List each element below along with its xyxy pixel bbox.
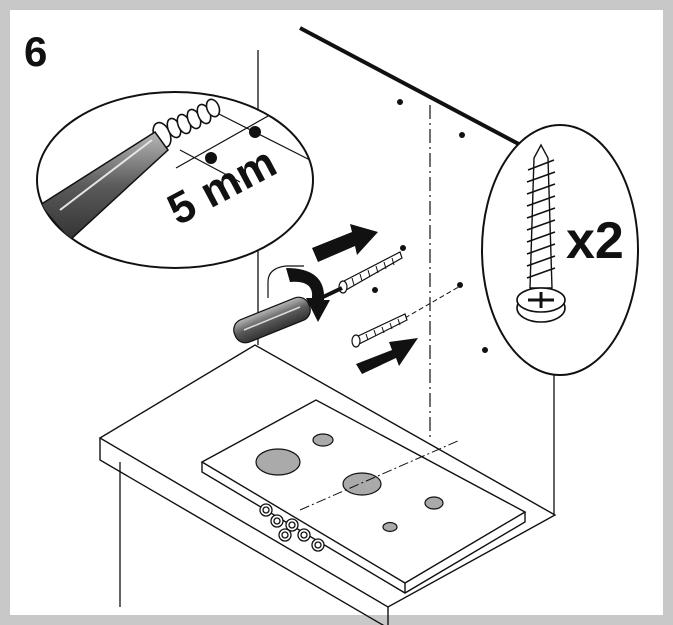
detail-callout: 5 mm	[36, 91, 314, 269]
quantity-label: x2	[566, 212, 624, 270]
screwdriver-icon	[233, 286, 343, 344]
screw-callout: x2	[481, 124, 639, 376]
burner-large	[255, 448, 301, 476]
burner-centre	[342, 472, 382, 496]
burner-small-rear	[312, 433, 334, 447]
burner-front	[382, 521, 398, 533]
screw-guide-line	[404, 284, 463, 319]
push-arrow-icon-lower	[356, 338, 418, 374]
wall-holes	[372, 99, 488, 353]
rotation-arrow-icon	[267, 265, 330, 322]
cooktop-icon	[200, 399, 527, 594]
control-knobs	[259, 503, 325, 552]
step-number: 6	[24, 28, 47, 75]
wall-plug-icon	[351, 313, 408, 348]
push-arrow-icon	[312, 224, 378, 262]
burner-right	[424, 496, 444, 510]
screw-icon	[338, 251, 403, 294]
burners	[255, 433, 444, 533]
